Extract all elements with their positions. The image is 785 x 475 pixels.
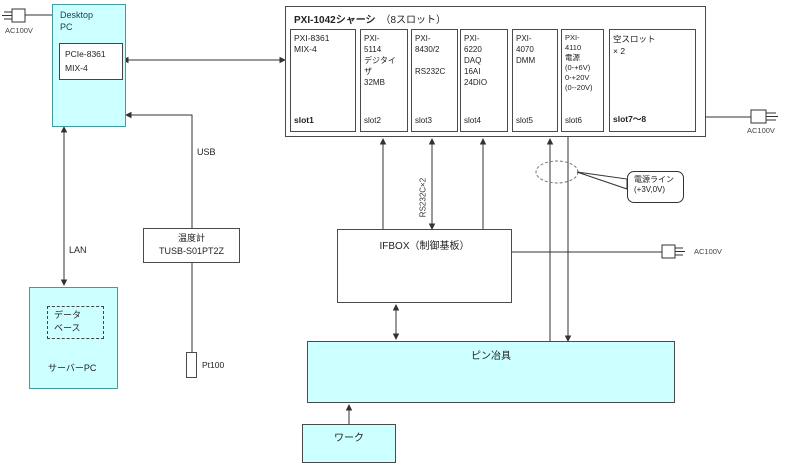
chassis-title: PXI-1042シャーシ （8スロット） (294, 11, 446, 26)
desktop-pc-overlay: PCIe-8361 MIX-4 (52, 4, 126, 127)
ac100v-label-right-mid: AC100V (694, 247, 722, 256)
power-line-ellipse (535, 160, 579, 184)
slot4-label: slot4 (464, 116, 481, 125)
thermometer-box: 温度計 TUSB-S01PT2Z (143, 228, 240, 263)
server-pc-box: データ ベース サーバーPC (29, 287, 118, 389)
work-box: ワーク (302, 424, 396, 463)
slot3-content: PXI- 8430/2 RS232C (415, 34, 446, 76)
slot7-8-box: 空スロット × 2 slot7～8 (609, 29, 696, 132)
power-line-callout: 電源ライン (+3V,0V) (627, 171, 684, 203)
line-usb (125, 111, 193, 228)
slot6-content: PXI- 4110 電源 (0-+6V) 0-+20V (0--20V) (565, 33, 593, 92)
chassis-box: PXI-1042シャーシ （8スロット） PXI-8361 MIX-4 slot… (285, 6, 706, 137)
usb-label: USB (197, 147, 216, 157)
slot6-label: slot6 (565, 116, 582, 125)
callout-pointer (576, 171, 628, 190)
ac-plug-left-icon (2, 8, 52, 23)
slot1-box: PXI-8361 MIX-4 slot1 (290, 29, 356, 132)
slot3-label: slot3 (415, 116, 432, 125)
slot5-box: PXI- 4070 DMM slot5 (512, 29, 558, 132)
database-box: データ ベース (47, 306, 104, 339)
server-pc-label: サーバーPC (48, 363, 97, 373)
slot2-label: slot2 (364, 116, 381, 125)
chassis-title-sub: （8スロット） (375, 15, 447, 26)
slot4-content: PXI- 6220 DAQ 16AI 24DIO (464, 34, 488, 87)
lan-label: LAN (69, 245, 87, 255)
pcie-card: PCIe-8361 MIX-4 (59, 43, 123, 80)
slot4-box: PXI- 6220 DAQ 16AI 24DIO slot4 (460, 29, 508, 132)
slot6-box: PXI- 4110 電源 (0-+6V) 0-+20V (0--20V) slo… (561, 29, 604, 132)
ac-plug-top-right-icon (750, 109, 778, 124)
slot7-8-label: slot7～8 (613, 114, 647, 124)
slot1-label: slot1 (294, 115, 314, 125)
slot1-content: PXI-8361 MIX-4 (294, 33, 330, 54)
rs232c-label: RS232C×2 (418, 177, 428, 218)
slot2-content: PXI- 5114 デジタイ ザ 32MB (364, 34, 396, 87)
ac-plug-mid-icon (661, 244, 685, 259)
ifbox: IFBOX（制御基板） (337, 229, 512, 303)
chassis-title-main: PXI-1042シャーシ (294, 15, 376, 26)
pin-jig-box: ピン冶具 (307, 341, 675, 403)
slot5-label: slot5 (516, 116, 533, 125)
pt100-sensor (186, 352, 197, 378)
slot2-box: PXI- 5114 デジタイ ザ 32MB slot2 (360, 29, 408, 132)
slot3-box: PXI- 8430/2 RS232C slot3 (411, 29, 458, 132)
ac100v-label-right-top: AC100V (747, 126, 775, 135)
pt100-label: Pt100 (202, 360, 225, 370)
slot7-8-content: 空スロット × 2 (613, 34, 656, 56)
slot5-content: PXI- 4070 DMM (516, 34, 536, 65)
ac100v-label-left: AC100V (5, 26, 33, 35)
